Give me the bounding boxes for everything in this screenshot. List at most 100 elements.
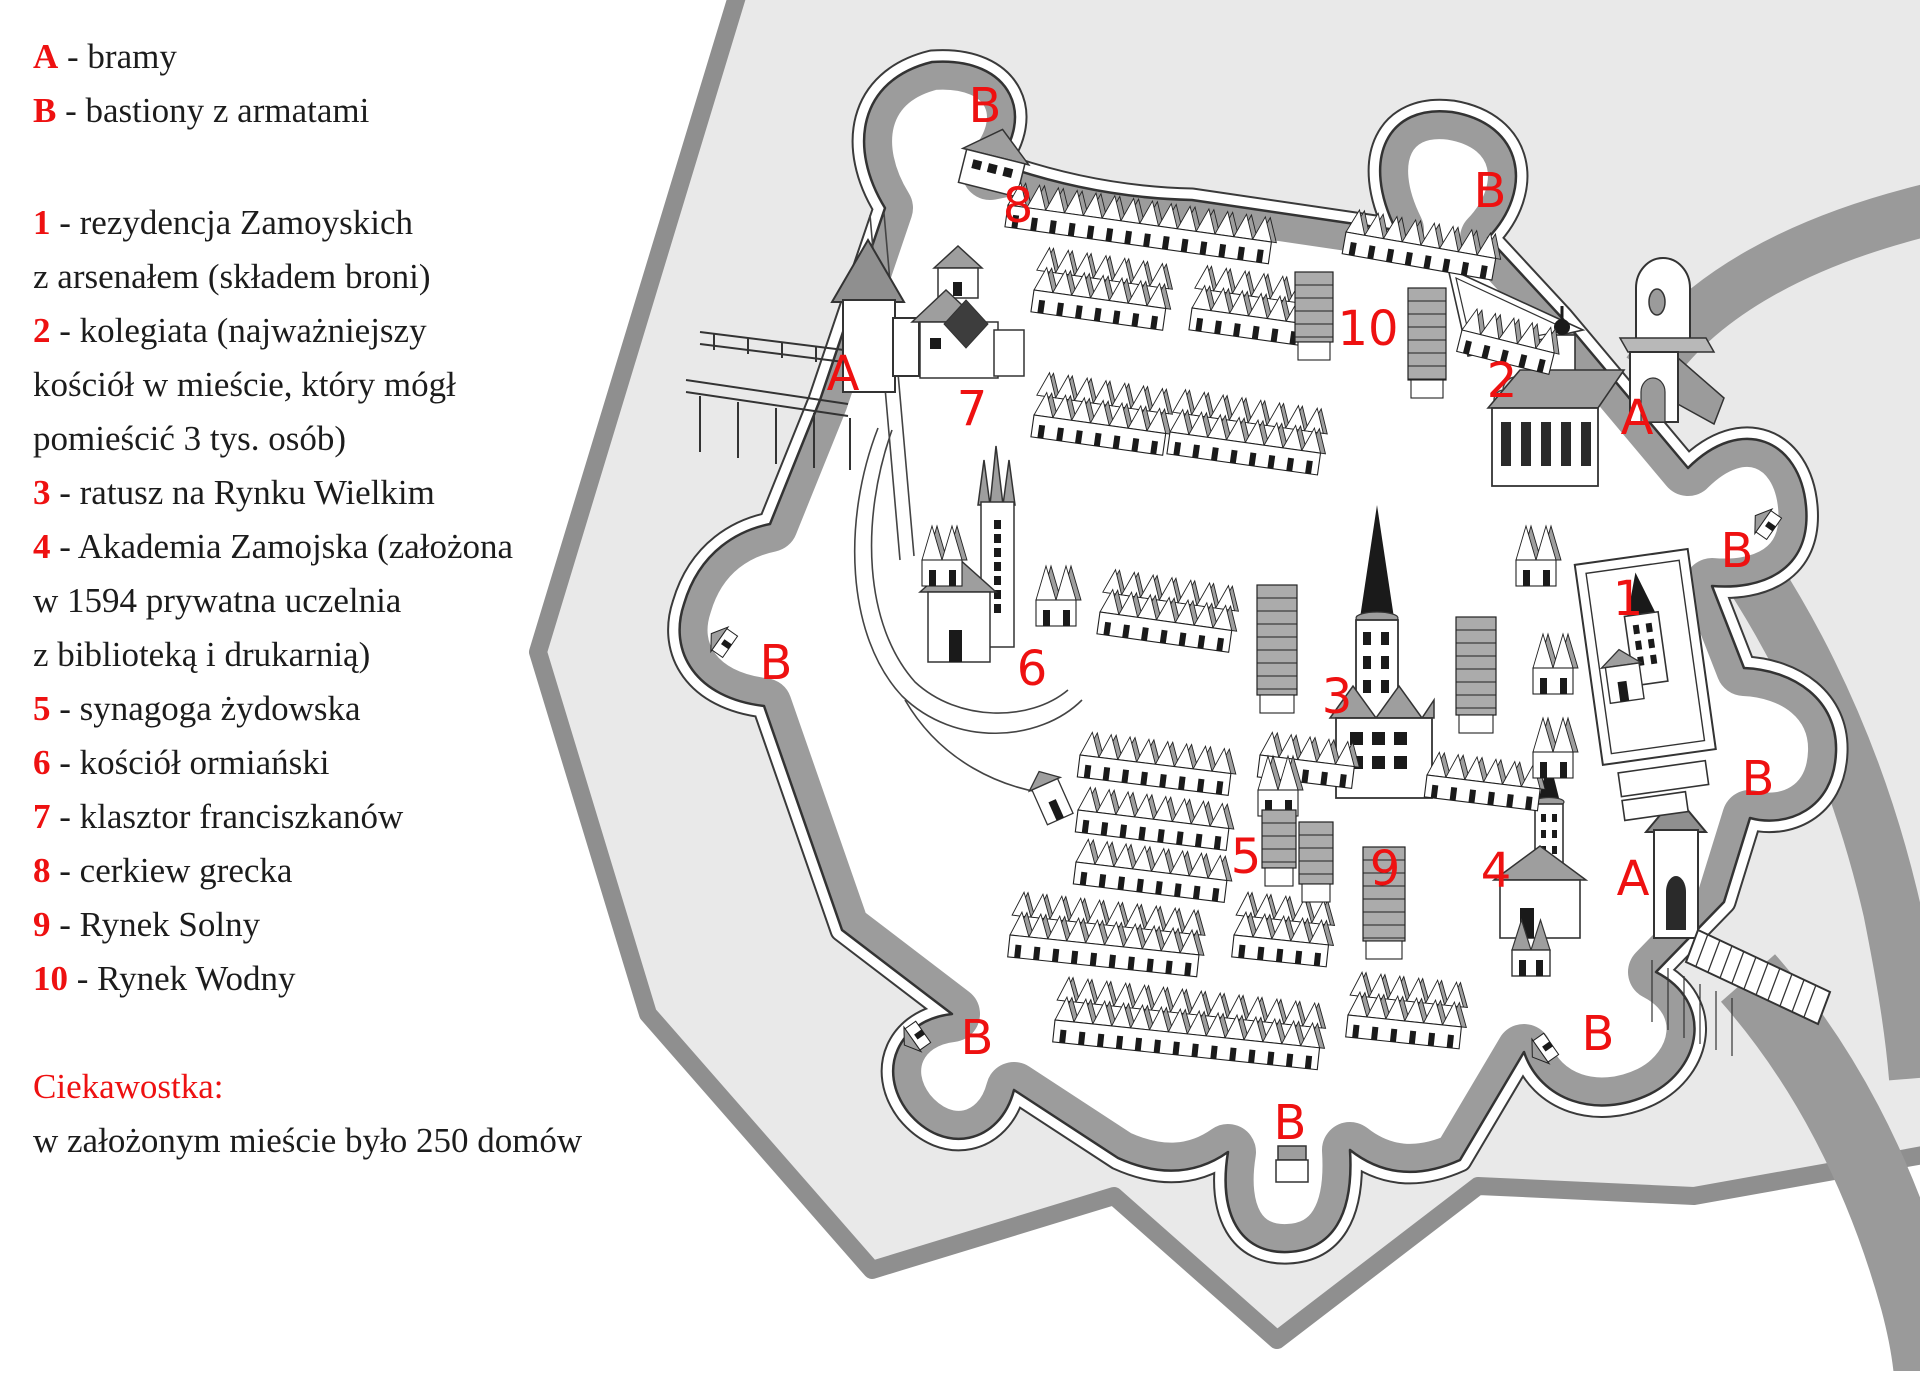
map-label-b-0: B [969,78,1002,134]
market-block [1362,846,1406,960]
market-block [1256,584,1298,714]
map-label-5-14: 5 [1231,829,1262,885]
legend-text: z arsenałem (składem broni) [33,257,431,296]
legend-text: - Rynek Wodny [68,959,296,998]
cannon-house [1754,507,1783,541]
twin-house [1515,524,1562,587]
building-rezydencja [1573,547,1717,822]
building-cerkiew-grecka [957,128,1031,198]
house-row [1074,786,1235,851]
legend-text: - kościół ormiański [50,743,330,782]
legend-text: w założonym mieście było 250 domów [33,1121,583,1160]
twin-house [1532,632,1579,695]
legend-text: w 1594 prywatna uczelnia [33,581,402,620]
house-row [1423,751,1546,812]
gate-west [685,238,920,470]
map-label-a-5: A [1621,390,1654,446]
map-label-6-9: 6 [1017,641,1048,697]
legend-key: 10 [33,959,68,998]
map-label-b-8: B [760,635,793,691]
legend-line-10: z biblioteką i drukarnią) [33,628,593,682]
house-row [1076,731,1237,796]
cannon-house [903,1020,932,1053]
legend-line-1: B - bastiony z armatami [33,84,593,138]
legend-text: - bramy [58,37,177,76]
map-label-3-13: 3 [1322,669,1353,725]
map-label-a-17: A [1617,851,1650,907]
house-row [1456,307,1560,375]
house-row [1007,891,1206,978]
legend-text: - klasztor franciszkanów [50,797,404,836]
house-pairs-layer [921,524,1579,817]
legend-key: A [33,37,59,76]
twin-house [1035,564,1082,627]
legend-line-18: w założonym mieście było 250 domów [33,1114,593,1168]
legend-key: B [33,91,57,130]
map-label-b-19: B [1274,1095,1307,1151]
legend-line-15: 9 - Rynek Solny [33,898,593,952]
legend-key: 7 [33,797,51,836]
legend-text: - ratusz na Rynku Wielkim [50,473,435,512]
map-label-b-12: B [1742,751,1775,807]
cannon-house [710,625,739,659]
market-blocks-layer [1256,271,1497,960]
legend-line-2: 1 - rezydencja Zamoyskich [33,196,593,250]
legend-text: - kolegiata (najważniejszy [50,311,427,350]
gate-west-annex [892,317,920,377]
legend-text: - Rynek Solny [50,905,261,944]
gate-se-arch [1666,876,1686,930]
legend-text: kościół w mieście, który mógł [33,365,456,404]
legend-key: 4 [33,527,51,566]
legend-line-12: 6 - kościół ormiański [33,736,593,790]
gate-west-tower [842,299,896,393]
market-block [1455,616,1497,734]
building-akademia [1491,758,1589,977]
gate-east-cornice [1618,337,1716,353]
market-block [1407,287,1447,399]
legend-text: - cerkiew grecka [50,851,293,890]
map-label-4-16: 4 [1481,843,1512,899]
legend-key: Ciekawostka: [33,1067,224,1106]
map-label-10-3: 10 [1337,301,1398,357]
house-row [1052,976,1327,1071]
gate-east-arch [1640,377,1666,423]
legend-key: 9 [33,905,51,944]
house-rows-layer [1004,181,1560,1071]
house-row [1072,838,1233,903]
map-label-a-6: A [827,346,860,402]
road-band-southeast [1720,954,1920,1376]
legend-line-4: 2 - kolegiata (najważniejszy [33,304,593,358]
legend-line-6: pomieścić 3 tys. osób) [33,412,593,466]
legend-line-14: 8 - cerkiew grecka [33,844,593,898]
gate-east [1618,257,1725,426]
cannon-block-south [1275,1145,1309,1183]
legend-text: pomieścić 3 tys. osób) [33,419,347,458]
legend-key: 5 [33,689,51,728]
building-kosciol-ormianski [918,445,1074,826]
rampart-outline [678,60,1838,1254]
legend-line-3: z arsenałem (składem broni) [33,250,593,304]
map-label-2-4: 2 [1487,353,1518,409]
legend: A - bramy B - bastiony z armatami 1 - rezy… [33,30,593,1168]
map-label-b-20: B [961,1010,994,1066]
house-row [1345,971,1469,1050]
house-row [1004,181,1277,265]
legend-key: 1 [33,203,51,242]
house-row [1341,208,1502,281]
legend-line-16: 10 - Rynek Wodny [33,952,593,1006]
legend-key: 6 [33,743,51,782]
legend-line-8: 4 - Akademia Zamojska (założona [33,520,593,574]
bridge-west [685,331,861,470]
map-label-b-2: B [1474,163,1507,219]
bastion-cannon-houses-layer [710,507,1783,1065]
legend-line-5: kościół w mieście, który mógł [33,358,593,412]
map-label-9-15: 9 [1370,841,1401,897]
map-label-7-7: 7 [957,381,988,437]
market-block [1294,271,1334,361]
twin-house [1532,716,1579,779]
building-klasztor [910,244,1025,379]
legend-key: 2 [33,311,51,350]
market-block [1298,821,1334,903]
